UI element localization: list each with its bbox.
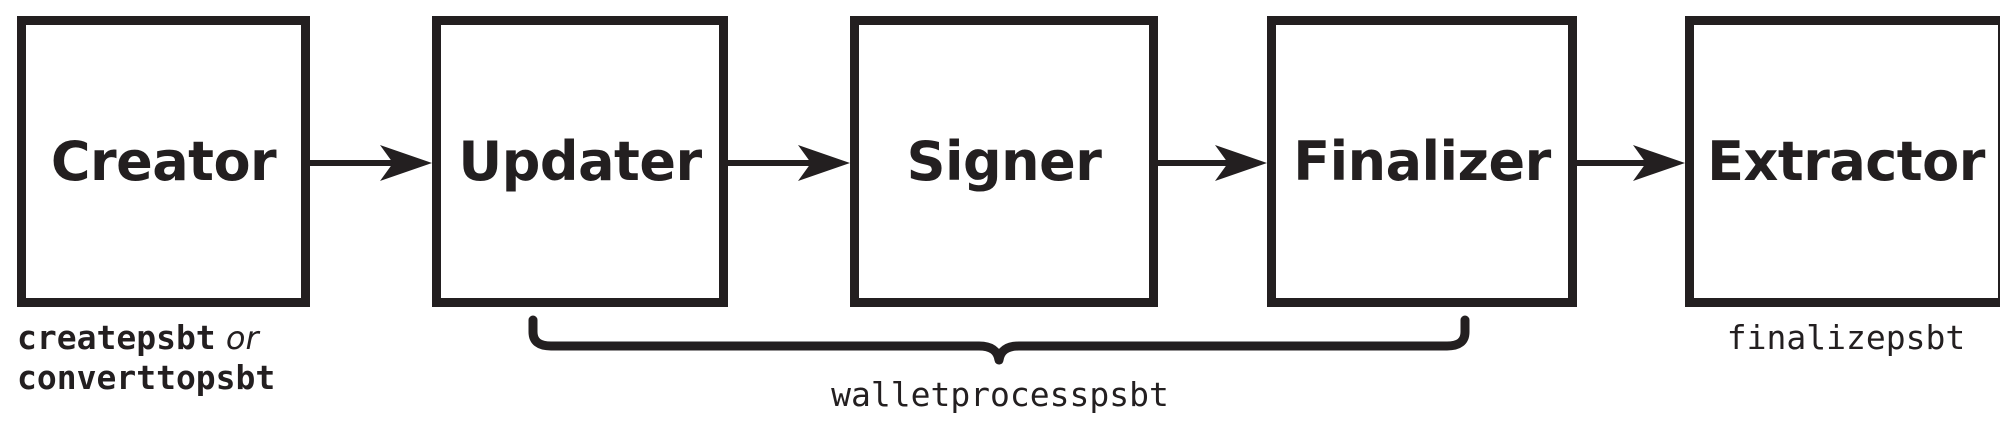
arrow-signer-to-finalizer	[1158, 145, 1267, 181]
node-signer[interactable]: Signer	[850, 16, 1158, 307]
node-creator-label: Creator	[50, 129, 277, 193]
node-finalizer-label: Finalizer	[1293, 129, 1551, 193]
grouping-brace	[528, 315, 1470, 365]
arrow-updater-to-signer	[728, 145, 850, 181]
node-extractor-label: Extractor	[1707, 129, 1985, 193]
node-updater[interactable]: Updater	[432, 16, 728, 307]
caption-creator-line-1: createpsbt or	[17, 318, 347, 358]
caption-or-word: or	[215, 319, 259, 357]
node-creator[interactable]: Creator	[17, 16, 310, 307]
node-finalizer[interactable]: Finalizer	[1267, 16, 1577, 307]
node-updater-label: Updater	[458, 129, 702, 193]
caption-walletprocesspsbt: walletprocesspsbt	[831, 375, 1169, 414]
node-extractor[interactable]: Extractor	[1685, 16, 2000, 307]
arrow-finalizer-to-extractor	[1577, 145, 1685, 181]
caption-converttopsbt: converttopsbt	[17, 358, 276, 398]
node-signer-label: Signer	[906, 129, 1102, 193]
caption-createpsbt: createpsbt	[17, 318, 216, 357]
caption-finalizepsbt: finalizepsbt	[1726, 318, 1966, 357]
arrow-creator-to-updater	[310, 145, 432, 181]
caption-creator-commands: createpsbt or converttopsbt	[17, 318, 347, 399]
